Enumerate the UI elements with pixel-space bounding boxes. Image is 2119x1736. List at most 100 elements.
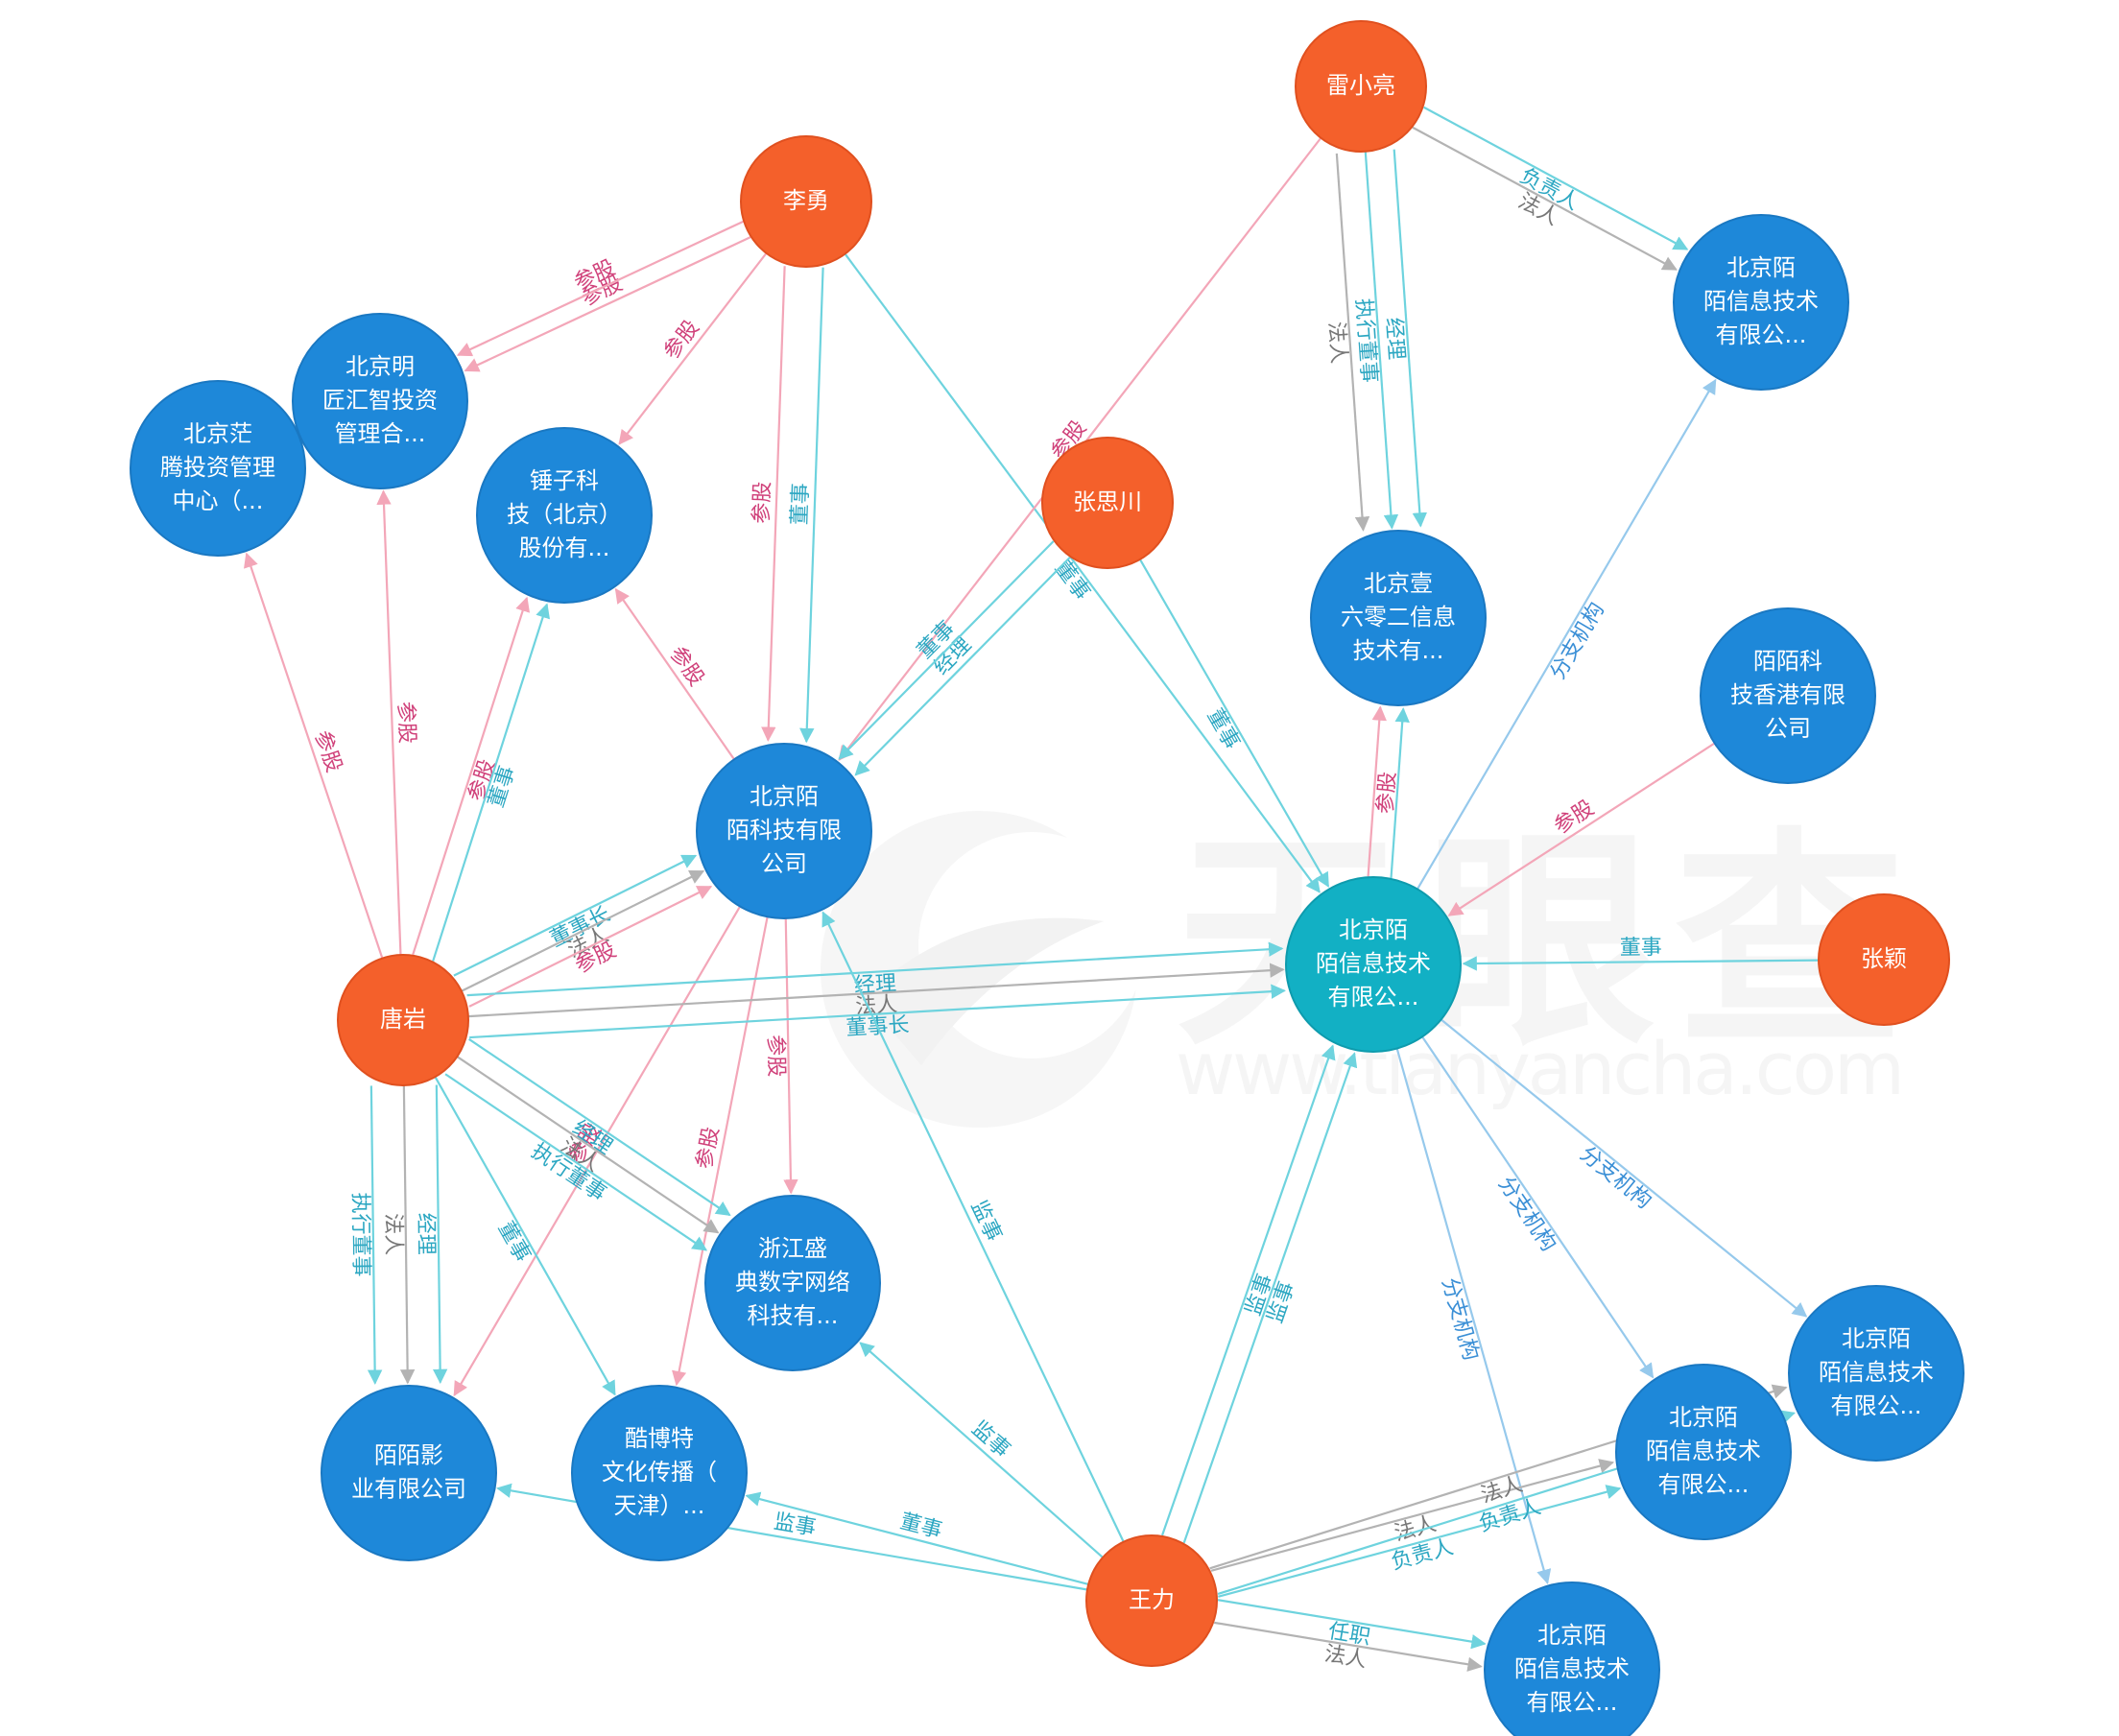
edge-tangyan-momo_yingye: 经理 [414, 1084, 448, 1385]
node-circle[interactable] [476, 427, 653, 604]
node-circle[interactable] [1700, 607, 1876, 784]
edges-layer: 参股参股参股董事参股董事负责人法人经理执行董事法人参股经理董事董事参股参股参股参… [244, 106, 1820, 1673]
node-circle[interactable] [571, 1385, 748, 1561]
edge-line [1462, 956, 1820, 971]
edge-line [1440, 1018, 1808, 1318]
edge-liyong-chuizi: 参股 [618, 252, 768, 445]
node-circle[interactable] [704, 1195, 881, 1371]
edge-label: 董事 [788, 483, 814, 526]
edge-line [1447, 742, 1716, 916]
edge-line [672, 916, 769, 1387]
node-label: 陌信息技术 [1703, 288, 1819, 315]
edge-liyong-mingjiang: 参股 [464, 236, 751, 372]
node-label: 雷小亮 [1326, 72, 1395, 99]
node-circle[interactable] [321, 1385, 497, 1561]
node-label: 浙江盛 [758, 1235, 827, 1262]
edge-label: 分支机构 [1437, 1275, 1483, 1363]
node-label: 北京陌 [1537, 1622, 1607, 1649]
edge-line [1367, 705, 1387, 877]
company-node-kubote[interactable]: 酷博特文化传播（天津）... [571, 1385, 748, 1561]
node-label: 王力 [1129, 1586, 1175, 1613]
edge-wangli-shengdian: 监事 [859, 1342, 1104, 1558]
edge-line [838, 540, 1055, 760]
node-circle[interactable] [1484, 1581, 1660, 1736]
node-label: 陌陌科 [1753, 648, 1822, 675]
node-circle[interactable] [696, 743, 872, 919]
company-node-momo_xinxi_bottom[interactable]: 北京陌陌信息技术有限公... [1484, 1581, 1660, 1736]
node-label: 公司 [1765, 715, 1811, 742]
node-label: 陌信息技术 [1646, 1438, 1761, 1464]
edge-line [1335, 153, 1370, 532]
edge-line [1217, 1599, 1487, 1650]
node-label: 腾投资管理 [160, 454, 275, 481]
node-label: 张思川 [1073, 488, 1142, 515]
node-label: 六零二信息 [1341, 604, 1456, 630]
edge-line [453, 854, 698, 977]
person-node-leixiaoliang[interactable]: 雷小亮 [1295, 20, 1427, 153]
node-label: 技（北京） [507, 501, 622, 528]
company-node-shengdian[interactable]: 浙江盛典数字网络科技有... [704, 1195, 881, 1371]
edge-line [432, 603, 550, 962]
node-circle[interactable] [1041, 437, 1174, 569]
node-label: 张颖 [1861, 945, 1907, 972]
watermark-url: www.tianyancha.com [1176, 1026, 1905, 1111]
person-node-liyong[interactable]: 李勇 [740, 135, 872, 268]
node-label: 北京陌 [750, 783, 819, 810]
edge-label: 参股 [763, 1034, 788, 1077]
edge-leixiaoliang-yiliu: 经理 [1381, 149, 1428, 528]
node-circle[interactable] [337, 954, 469, 1086]
company-node-mangteng[interactable]: 北京茫腾投资管理中心（... [130, 380, 306, 557]
node-circle[interactable] [130, 380, 306, 557]
node-label: 北京陌 [1669, 1404, 1738, 1431]
edge-line [1213, 1621, 1483, 1672]
edge-momo_xinxi_main-yiliu [1390, 707, 1410, 879]
node-circle[interactable] [1285, 876, 1462, 1053]
node-circle[interactable] [740, 135, 872, 268]
node-label: 技术有... [1353, 637, 1444, 664]
edge-line [376, 489, 402, 956]
node-circle[interactable] [1818, 893, 1950, 1026]
edge-line [456, 1056, 720, 1234]
node-circle[interactable] [1085, 1534, 1218, 1667]
edge-label: 监事 [965, 1197, 1006, 1245]
company-node-chuizi[interactable]: 锤子科技（北京）股份有... [476, 427, 653, 604]
node-label: 有限公... [1658, 1471, 1750, 1498]
node-circle[interactable] [1673, 214, 1849, 391]
edge-line [1138, 559, 1330, 888]
node-label: 有限公... [1328, 984, 1419, 1011]
edge-label: 经理 [1381, 317, 1408, 361]
edge-label: 参股 [393, 701, 419, 744]
company-node-yiliu[interactable]: 北京壹六零二信息技术有... [1310, 530, 1487, 706]
node-label: 唐岩 [380, 1006, 426, 1033]
node-circle[interactable] [1295, 20, 1427, 153]
edge-wangli-momo_xinxi_bottom: 任职 [1217, 1599, 1487, 1650]
node-circle[interactable] [292, 313, 468, 489]
node-label: 有限公... [1527, 1689, 1618, 1716]
edge-line [466, 941, 1284, 997]
person-node-zhangying[interactable]: 张颖 [1818, 893, 1950, 1026]
edge-line [432, 1084, 448, 1385]
company-node-momo_xinxi_main[interactable]: 北京陌陌信息技术有限公... [1285, 876, 1462, 1053]
company-node-momo_xinxi_r2[interactable]: 北京陌陌信息技术有限公... [1788, 1285, 1964, 1462]
person-node-tangyan[interactable]: 唐岩 [337, 954, 469, 1086]
company-node-momo_xinxi_top[interactable]: 北京陌陌信息技术有限公... [1673, 214, 1849, 391]
edge-label: 董事 [1620, 936, 1662, 960]
node-circle[interactable] [1788, 1285, 1964, 1462]
edge-line [1210, 1459, 1615, 1572]
company-node-mingjiang[interactable]: 北京明匠汇智投资管理合... [292, 313, 468, 489]
edge-leixiaoliang-momo_xinxi_top: 负责人 [1423, 106, 1689, 250]
person-node-zhangsichuan[interactable]: 张思川 [1041, 437, 1174, 569]
company-node-momo_xinxi_r1[interactable]: 北京陌陌信息技术有限公... [1615, 1364, 1792, 1540]
node-circle[interactable] [1310, 530, 1487, 706]
node-label: 酷博特 [625, 1425, 694, 1452]
node-circle[interactable] [1615, 1364, 1792, 1540]
edge-wangli-momo_xinxi_main: 监事 [1182, 1052, 1358, 1544]
person-node-wangli[interactable]: 王力 [1085, 1534, 1218, 1667]
edge-label: 分支机构 [1546, 599, 1609, 684]
edge-zhangsichuan-momo_keji: 董事 [838, 540, 1055, 760]
edge-label: 参股 [664, 642, 708, 690]
